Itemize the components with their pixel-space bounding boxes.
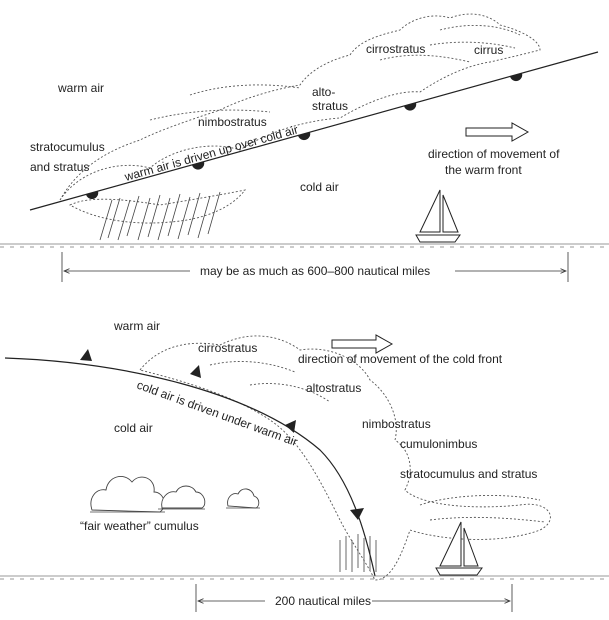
warm-front-surface-label: warm air is driven up over cold air	[122, 122, 300, 184]
cold-front-rain	[339, 534, 377, 572]
cold-front-cirrostratus-label: cirrostratus	[198, 341, 257, 355]
cirrus-label: cirrus	[474, 43, 503, 57]
altostratus-label-line1: alto-	[312, 85, 335, 99]
warm-front-warm-air-label: warm air	[57, 81, 104, 95]
warm-front-surface-line	[29, 51, 599, 211]
cold-front-cold-air-label: cold air	[114, 421, 153, 435]
stratocumulus-label-line2: and stratus	[30, 160, 89, 174]
cold-front-direction-label: direction of movement of the cold front	[298, 352, 503, 366]
cold-front-stratocumulus-label: stratocumulus and stratus	[400, 467, 537, 481]
cold-front-direction-arrow	[331, 334, 394, 354]
warm-front-nimbostratus-label: nimbostratus	[198, 115, 267, 129]
fair-weather-cumulus-label: “fair weather” cumulus	[80, 519, 199, 533]
warm-front-distance-label: may be as much as 600–800 nautical miles	[200, 264, 430, 278]
cold-front-panel: warm air cirrostratus direction of movem…	[0, 319, 609, 612]
warm-front-sailboat-icon	[415, 189, 461, 243]
cold-front-symbols	[80, 349, 364, 520]
warm-front-symbols	[86, 73, 523, 200]
fair-weather-cumulus-clouds	[90, 475, 260, 513]
cirrostratus-label: cirrostratus	[366, 42, 425, 56]
warm-front-distance-dimension	[61, 252, 569, 282]
cold-front-sailboat-icon	[435, 521, 483, 576]
cold-front-cloud-layer	[139, 335, 551, 581]
warm-front-direction-label-line2: the warm front	[445, 163, 522, 177]
warm-front-cold-air-label: cold air	[300, 180, 339, 194]
warm-front-rain	[99, 191, 221, 241]
warm-front-direction-arrow	[465, 122, 530, 142]
cold-front-surface-label: cold air is driven under warm air	[135, 378, 300, 449]
cold-front-distance-label: 200 nautical miles	[275, 594, 371, 608]
warm-front-panel: warm air cirrostratus cirrus alto- strat…	[0, 13, 609, 282]
warm-front-direction-label-line1: direction of movement of	[428, 147, 560, 161]
cold-front-warm-air-label: warm air	[113, 319, 160, 333]
cold-front-altostratus-label: altostratus	[306, 381, 361, 395]
stratocumulus-label-line1: stratocumulus	[30, 140, 105, 154]
cold-front-nimbostratus-label: nimbostratus	[362, 417, 431, 431]
warm-front-cloud-layer	[59, 13, 541, 224]
cold-front-distance-dimension	[195, 584, 513, 612]
altostratus-label-line2: stratus	[312, 99, 348, 113]
cumulonimbus-label: cumulonimbus	[400, 437, 477, 451]
